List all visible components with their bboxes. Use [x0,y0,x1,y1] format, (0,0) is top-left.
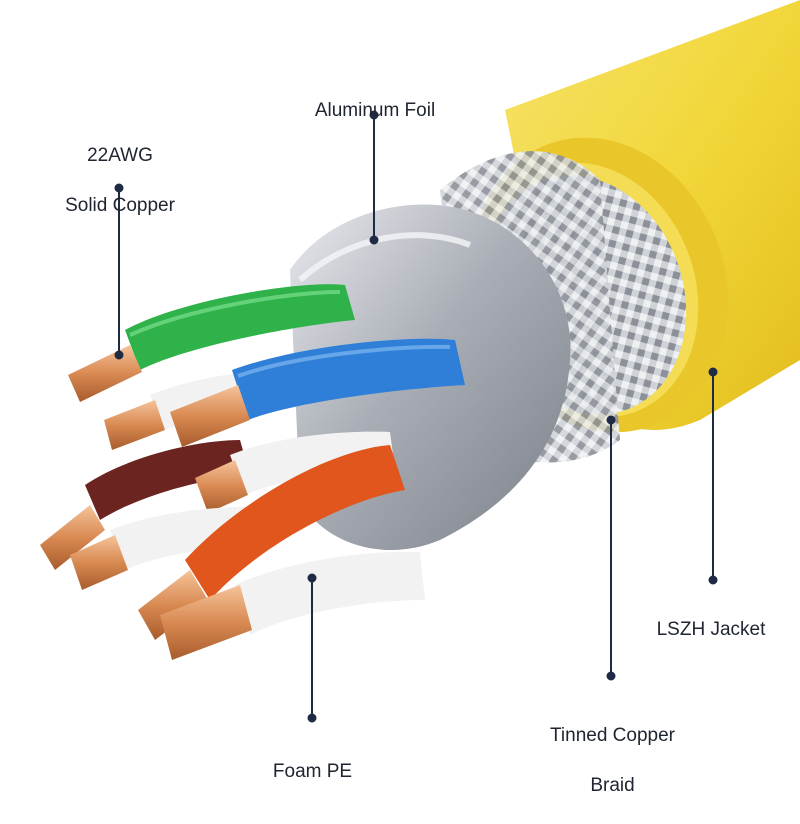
dot-braid-top [606,415,616,425]
green-pair [68,284,355,402]
label-foam-pe-text: Foam PE [272,761,353,782]
white-wire-3 [160,551,425,660]
label-braid: Tinned Copper Braid [530,698,695,823]
label-conductor-line1: 22AWG [87,145,153,166]
label-foam-pe: Foam PE [250,734,375,809]
dot-aluminum-foil-top [369,110,379,120]
leader-lines [114,110,718,723]
dot-jacket-end [708,575,718,585]
dot-aluminum-foil-end [369,235,379,245]
label-jacket-text: LSZH Jacket [656,619,766,640]
dot-foam-pe-end [307,713,317,723]
blue-pair [170,338,465,447]
dot-conductor-top [114,183,124,193]
dot-jacket-top [708,367,718,377]
label-conductor: 22AWG Solid Copper [40,118,200,243]
label-braid-line1: Tinned Copper [550,725,675,746]
dot-braid-end [606,671,616,681]
label-braid-line2: Braid [590,775,635,796]
label-aluminum-foil: Aluminum Foil [290,73,460,148]
label-aluminum-foil-text: Aluminum Foil [314,100,436,121]
orange-pair [138,445,405,640]
brown-pair [40,440,250,570]
dot-foam-pe-top [307,573,317,583]
dot-conductor-end [114,350,124,360]
label-conductor-line2: Solid Copper [65,195,175,216]
label-jacket: LSZH Jacket [636,592,786,667]
